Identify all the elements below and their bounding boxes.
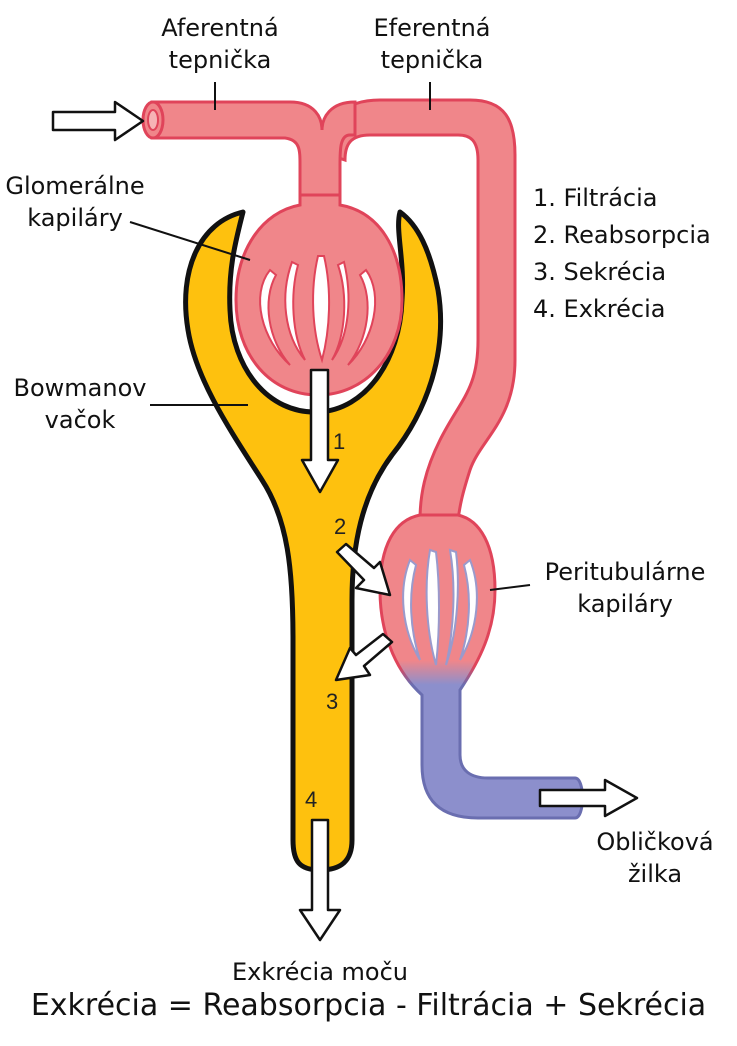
step-filtration: 1. Filtrácia [533,184,658,212]
arrow-number-4: 4 [305,787,318,812]
step-secretion: 3. Sekrécia [533,258,667,286]
step-reabsorption: 2. Reabsorpcia [533,221,711,249]
filtration-arrow [300,368,340,494]
bowman-label-line2: vačok [44,406,116,434]
glomerular-label-line1: Glomerálne [5,172,145,200]
efferent-label-line2: tepnička [380,46,484,74]
arrow-number-2: 2 [334,514,347,539]
afferent-arteriole-label: Aferentná tepnička [150,12,290,76]
leader-peritubular [489,584,531,591]
arrow-number-3: 3 [326,689,339,714]
urine-excretion-label: Exkrécia moču [231,958,409,986]
bowman-capsule-label: Bowmanov vačok [10,372,150,436]
process-steps-list: 1. Filtrácia 2. Reabsorpcia 3. Sekrécia … [533,180,711,328]
glomerular-capillaries-label: Glomerálne kapiláry [0,170,150,234]
efferent-label-line1: Eferentná [373,14,491,42]
secretion-arrow [334,632,394,682]
reabsorption-arrow [335,542,392,597]
glomerular-label-line2: kapiláry [27,204,123,232]
afferent-label-line1: Aferentná [161,14,279,42]
outflow-arrow [538,778,639,818]
inflow-arrow [51,100,145,142]
peritubular-loops [402,548,478,666]
afferent-label-line2: tepnička [168,46,272,74]
efferent-arteriole-label: Eferentná tepnička [362,12,502,76]
renal-vein-label-line1: Obličková [596,828,714,856]
renal-vein-label-line2: žilka [627,860,683,888]
arrow-number-1: 1 [333,429,346,454]
peritubular-label-line1: Peritubulárne [544,558,706,586]
bowman-label-line1: Bowmanov [13,374,147,402]
afferent-lumen [147,109,159,131]
peritubular-capillaries-label: Peritubulárne kapiláry [530,556,720,620]
glomerular-loops [259,255,377,366]
leader-glomerular [129,221,251,261]
excretion-arrow [298,818,342,942]
step-excretion: 4. Exkrécia [533,295,666,323]
afferent-arteriole [150,100,357,202]
excretion-formula: Exkrécia = Reabsorpcia - Filtrácia + Sek… [30,988,707,1023]
renal-vein-label: Obličková žilka [585,826,725,890]
peritubular-label-line2: kapiláry [577,590,673,618]
